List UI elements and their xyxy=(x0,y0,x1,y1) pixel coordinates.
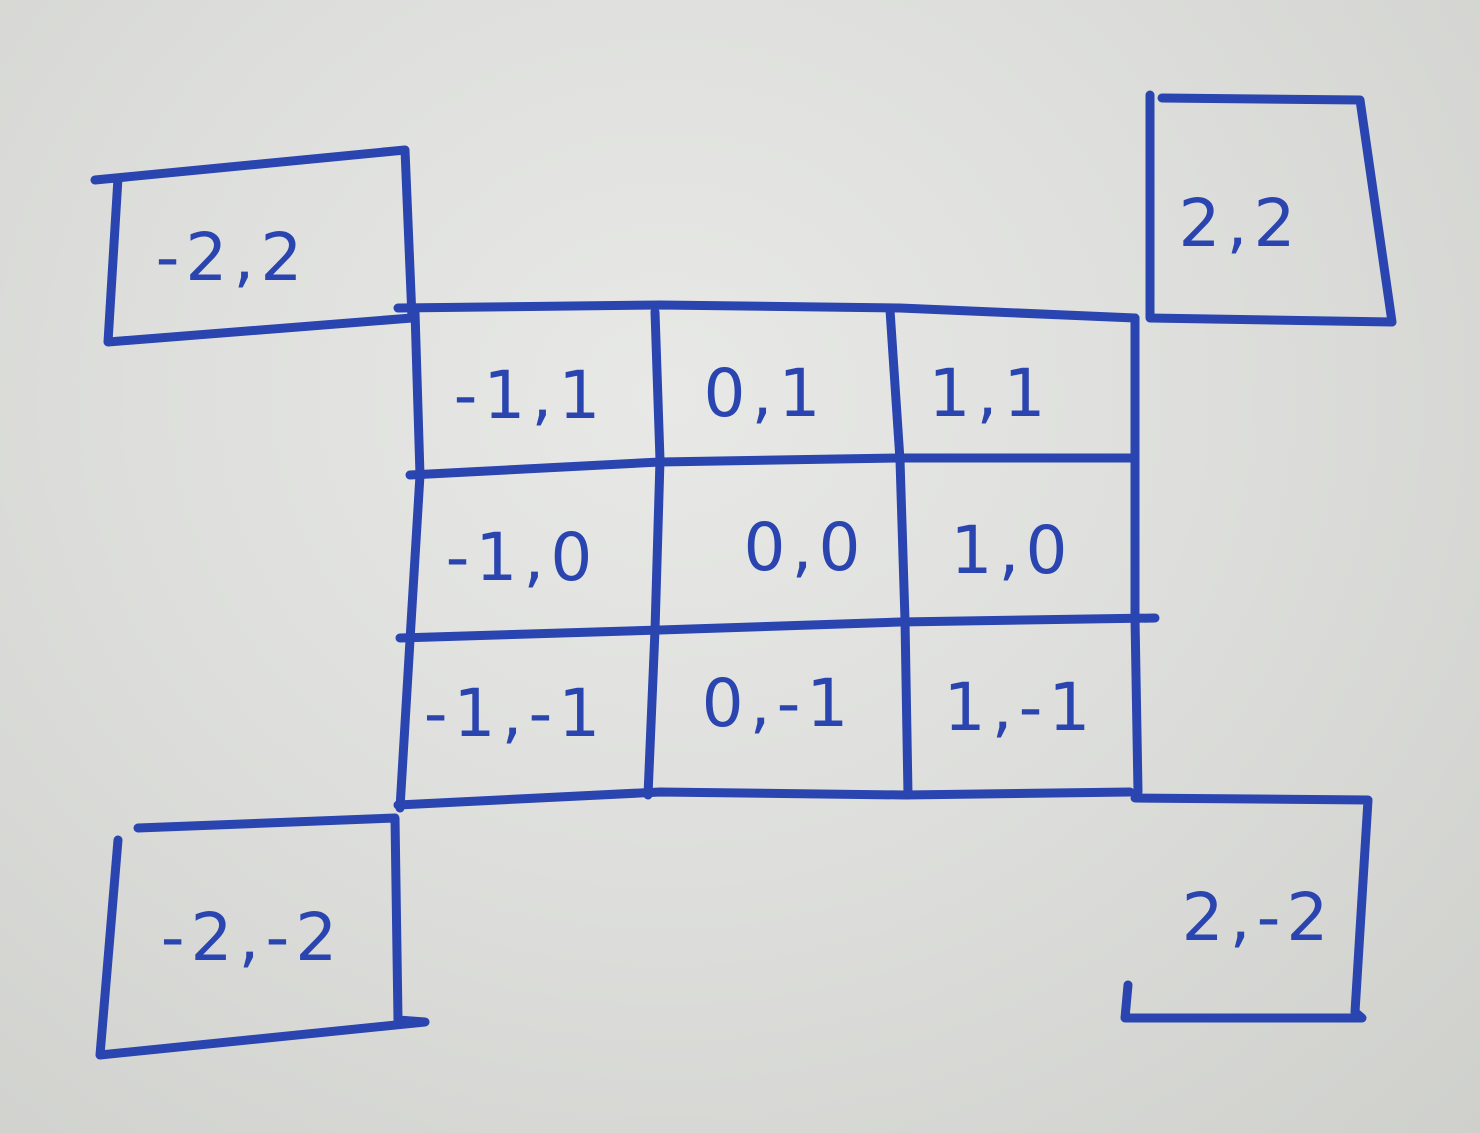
grid-bottom-edge xyxy=(393,787,1135,810)
cell-label-r1-c1: -1,1 xyxy=(454,357,607,434)
center-grid: -1,1 0,1 1,1 -1,0 0,0 1,0 -1,-1 0,-1 1,-… xyxy=(393,300,1160,813)
grid-right-edge xyxy=(1130,313,1143,797)
grid-row-divider-2 xyxy=(395,613,1160,643)
grid-left-edge xyxy=(395,307,425,813)
grid-row-divider-1 xyxy=(405,453,1140,480)
cell-label-r2-c2: 0,0 xyxy=(744,509,867,586)
cell-label-r2-c1: -1,0 xyxy=(446,519,599,596)
corner-box-top-right-outline xyxy=(1145,90,1397,327)
corner-box-bottom-left-outline xyxy=(95,813,430,1060)
corner-box-top-left: -2,2 xyxy=(90,145,417,347)
cell-label-bottom-right: 2,-2 xyxy=(1182,879,1335,956)
cell-label-r1-c3: 1,1 xyxy=(929,355,1052,432)
grid-col-divider-1 xyxy=(643,307,665,800)
corner-box-bottom-right: 2,-2 xyxy=(1120,793,1373,1023)
grid-col-divider-2 xyxy=(885,305,913,800)
cell-label-top-right: 2,2 xyxy=(1179,185,1302,262)
cell-label-bottom-left: -2,-2 xyxy=(161,899,344,976)
corner-box-bottom-right-outline xyxy=(1120,793,1373,1023)
cell-label-r3-c2: 0,-1 xyxy=(702,665,855,742)
cell-label-r3-c3: 1,-1 xyxy=(944,669,1097,746)
corner-box-bottom-left: -2,-2 xyxy=(95,813,430,1060)
cell-label-top-left: -2,2 xyxy=(156,219,309,296)
grid-top-edge xyxy=(393,300,1140,323)
corner-box-top-right: 2,2 xyxy=(1145,90,1397,327)
cell-label-r2-c3: 1,0 xyxy=(951,512,1074,589)
cell-label-r3-c1: -1,-1 xyxy=(424,675,607,752)
cell-label-r1-c2: 0,1 xyxy=(704,355,827,432)
